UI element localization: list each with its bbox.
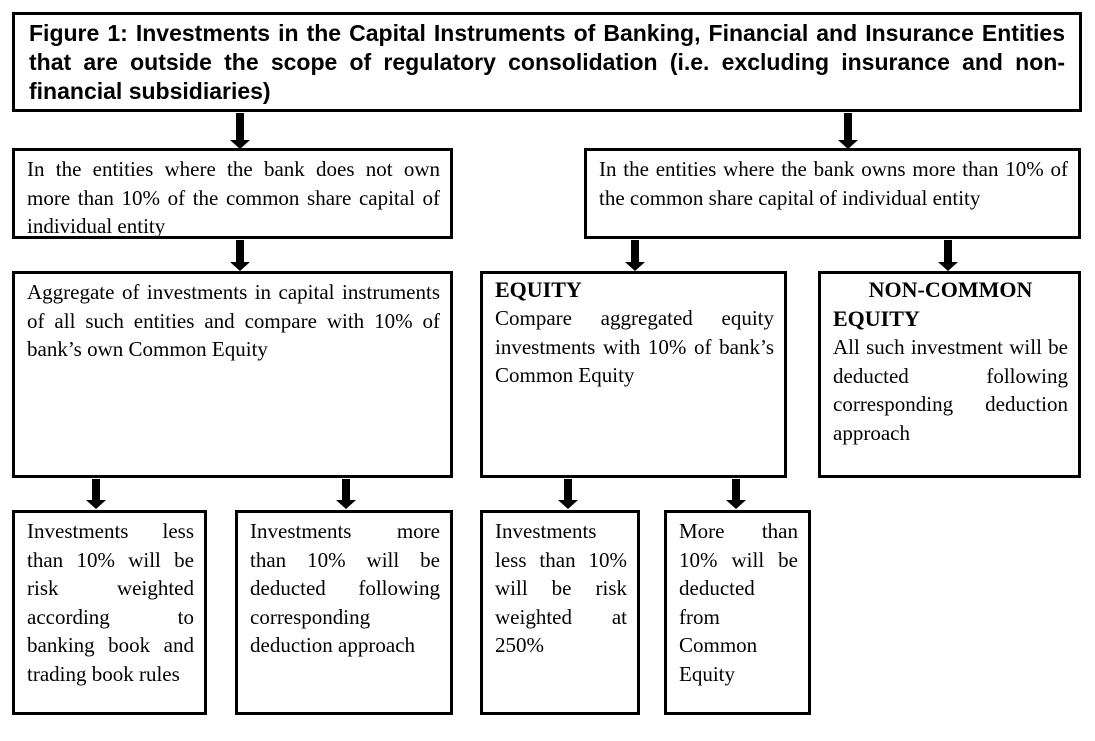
arrow-equity-to-more (726, 479, 746, 509)
equity-more-outcome-box: More than 10% will be deducted from Comm… (664, 510, 811, 715)
arrow-equity-to-less (558, 479, 578, 509)
arrow-right-condition-to-equity (625, 240, 645, 271)
left-more-outcome-box: Investments more than 10% will be deduct… (235, 510, 453, 715)
non-common-equity-box: NON-COMMON EQUITY All such investment wi… (818, 271, 1081, 478)
arrow-left-condition-to-aggregate (230, 240, 250, 271)
equity-less-outcome-box: Investments less than 10% will be risk w… (480, 510, 640, 715)
arrow-aggregate-to-less (86, 479, 106, 509)
figure-title: Figure 1: Investments in the Capital Ins… (12, 12, 1082, 112)
left-condition-box: In the entities where the bank does not … (12, 148, 453, 239)
right-condition-box: In the entities where the bank owns more… (584, 148, 1081, 239)
equity-text: Compare aggregated equity investments wi… (495, 306, 774, 387)
aggregate-box: Aggregate of investments in capital inst… (12, 271, 453, 478)
non-common-equity-heading: NON-COMMON EQUITY (833, 277, 1033, 331)
non-common-equity-text: All such investment will be deducted fol… (833, 335, 1068, 445)
arrow-aggregate-to-more (336, 479, 356, 509)
arrow-title-to-left-condition (230, 113, 250, 149)
equity-heading: EQUITY (495, 277, 582, 302)
left-less-outcome-box: Investments less than 10% will be risk w… (12, 510, 207, 715)
equity-box: EQUITY Compare aggregated equity investm… (480, 271, 787, 478)
arrow-title-to-right-condition (838, 113, 858, 149)
arrow-right-condition-to-non-common-equity (938, 240, 958, 271)
